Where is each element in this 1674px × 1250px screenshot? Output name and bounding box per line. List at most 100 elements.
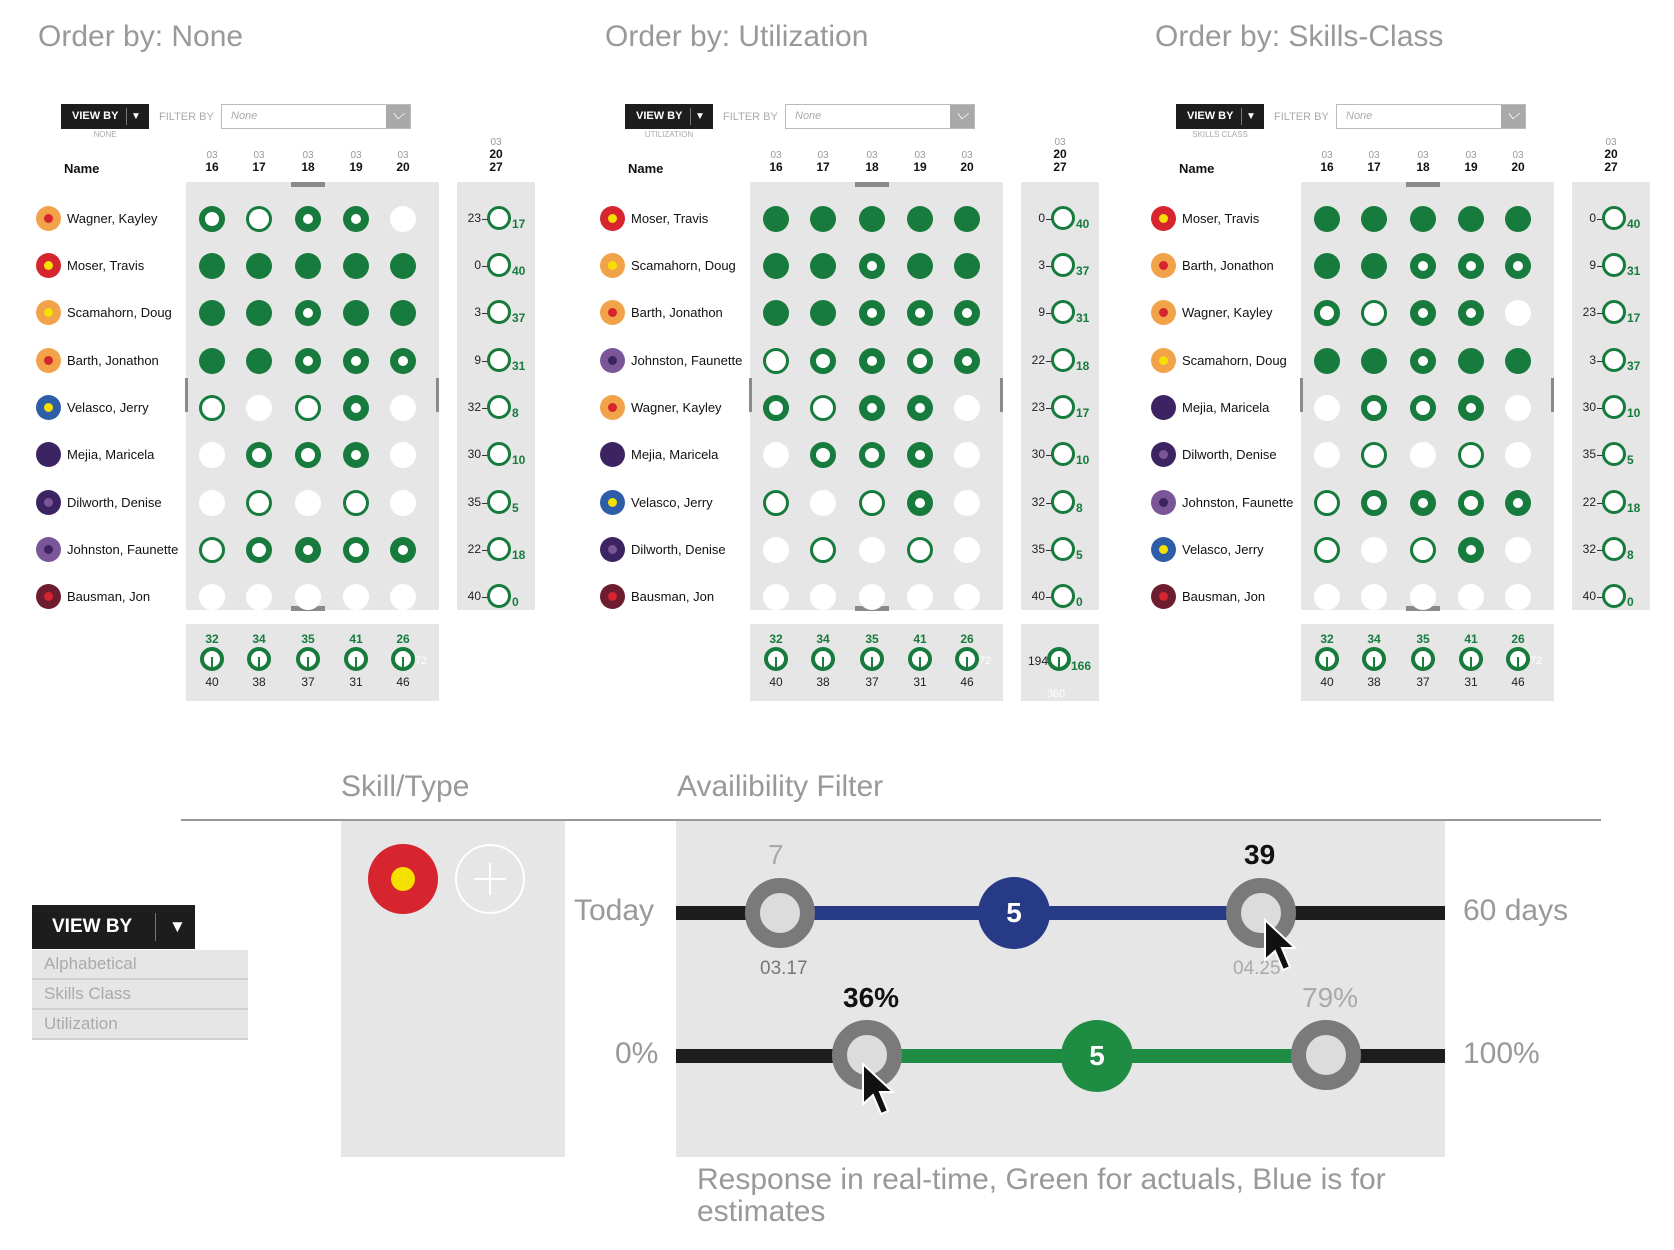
availability-cell[interactable]: [1410, 490, 1436, 516]
chevron-down-icon[interactable]: ⌵: [1501, 105, 1525, 128]
availability-cell[interactable]: [1314, 442, 1340, 468]
availability-cell[interactable]: [390, 584, 416, 610]
person-row[interactable]: Barth, Jonathon: [1151, 250, 1301, 280]
availability-cell[interactable]: [1361, 395, 1387, 421]
availability-cell[interactable]: [246, 490, 272, 516]
availability-cell[interactable]: [954, 490, 980, 516]
person-row[interactable]: Scamahorn, Doug: [600, 250, 750, 280]
availability-cell[interactable]: [954, 537, 980, 563]
availability-cell[interactable]: [1361, 442, 1387, 468]
availability-cell[interactable]: [810, 395, 836, 421]
availability-cell[interactable]: [1314, 584, 1340, 610]
availability-cell[interactable]: [390, 442, 416, 468]
availability-cell[interactable]: [859, 253, 885, 279]
availability-cell[interactable]: [1314, 490, 1340, 516]
availability-cell[interactable]: [1505, 253, 1531, 279]
person-row[interactable]: Barth, Jonathon: [36, 345, 186, 375]
availability-cell[interactable]: [763, 206, 789, 232]
panel2-scroll-handle[interactable]: [749, 378, 752, 412]
availability-cell[interactable]: [1410, 442, 1436, 468]
availability-cell[interactable]: [907, 395, 933, 421]
availability-cell[interactable]: [1410, 537, 1436, 563]
panel1-view-by-button[interactable]: VIEW BY▼: [61, 104, 149, 129]
availability-cell[interactable]: [1505, 490, 1531, 516]
availability-cell[interactable]: [295, 442, 321, 468]
availability-cell[interactable]: [390, 537, 416, 563]
slider2-max-handle[interactable]: [1291, 1020, 1361, 1090]
availability-cell[interactable]: [1410, 300, 1436, 326]
availability-cell[interactable]: [390, 490, 416, 516]
panel3-filter-select[interactable]: None⌵: [1336, 104, 1526, 129]
availability-cell[interactable]: [859, 490, 885, 516]
availability-cell[interactable]: [763, 490, 789, 516]
person-row[interactable]: Johnston, Faunette: [600, 345, 750, 375]
availability-cell[interactable]: [343, 348, 369, 374]
availability-cell[interactable]: [810, 300, 836, 326]
availability-cell[interactable]: [295, 253, 321, 279]
availability-cell[interactable]: [763, 253, 789, 279]
availability-cell[interactable]: [295, 206, 321, 232]
panel3-view-by-button[interactable]: VIEW BY▼: [1176, 104, 1264, 129]
availability-cell[interactable]: [343, 584, 369, 610]
availability-cell[interactable]: [1505, 300, 1531, 326]
panel3-scroll-handle[interactable]: [1300, 378, 1303, 412]
availability-cell[interactable]: [1458, 348, 1484, 374]
availability-cell[interactable]: [810, 442, 836, 468]
panel2-scroll-handle[interactable]: [1000, 378, 1003, 412]
person-row[interactable]: Mejia, Maricela: [36, 439, 186, 469]
availability-cell[interactable]: [954, 253, 980, 279]
availability-cell[interactable]: [1361, 584, 1387, 610]
chevron-down-icon[interactable]: ⌵: [950, 105, 974, 128]
person-row[interactable]: Mejia, Maricela: [1151, 392, 1301, 422]
availability-cell[interactable]: [343, 537, 369, 563]
availability-cell[interactable]: [390, 206, 416, 232]
panel1-scroll-handle[interactable]: [185, 378, 188, 412]
availability-cell[interactable]: [810, 348, 836, 374]
availability-cell[interactable]: [343, 253, 369, 279]
person-row[interactable]: Mejia, Maricela: [600, 439, 750, 469]
person-row[interactable]: Moser, Travis: [1151, 203, 1301, 233]
person-row[interactable]: Barth, Jonathon: [600, 297, 750, 327]
availability-cell[interactable]: [1314, 348, 1340, 374]
availability-cell[interactable]: [1458, 253, 1484, 279]
availability-cell[interactable]: [907, 584, 933, 610]
availability-cell[interactable]: [1410, 253, 1436, 279]
availability-cell[interactable]: [954, 442, 980, 468]
availability-cell[interactable]: [810, 206, 836, 232]
availability-cell[interactable]: [954, 300, 980, 326]
availability-cell[interactable]: [1505, 395, 1531, 421]
availability-cell[interactable]: [859, 206, 885, 232]
menu-item-alphabetical[interactable]: Alphabetical: [32, 950, 248, 980]
availability-cell[interactable]: [907, 253, 933, 279]
availability-cell[interactable]: [1458, 300, 1484, 326]
availability-cell[interactable]: [1458, 442, 1484, 468]
availability-cell[interactable]: [199, 537, 225, 563]
availability-cell[interactable]: [1410, 206, 1436, 232]
person-row[interactable]: Bausman, Jon: [1151, 581, 1301, 611]
availability-cell[interactable]: [199, 584, 225, 610]
availability-cell[interactable]: [907, 300, 933, 326]
availability-cell[interactable]: [246, 537, 272, 563]
availability-cell[interactable]: [295, 395, 321, 421]
availability-cell[interactable]: [246, 253, 272, 279]
availability-cell[interactable]: [1361, 348, 1387, 374]
panel3-scroll-handle[interactable]: [1551, 378, 1554, 412]
availability-cell[interactable]: [390, 395, 416, 421]
skill-badge[interactable]: [368, 844, 438, 914]
availability-cell[interactable]: [1505, 584, 1531, 610]
menu-item-skills-class[interactable]: Skills Class: [32, 980, 248, 1010]
availability-cell[interactable]: [1314, 206, 1340, 232]
slider1-min-handle[interactable]: [745, 878, 815, 948]
availability-cell[interactable]: [199, 206, 225, 232]
availability-cell[interactable]: [390, 300, 416, 326]
availability-cell[interactable]: [1458, 537, 1484, 563]
panel2-filter-select[interactable]: None⌵: [785, 104, 975, 129]
person-row[interactable]: Moser, Travis: [600, 203, 750, 233]
availability-cell[interactable]: [763, 442, 789, 468]
availability-cell[interactable]: [810, 584, 836, 610]
availability-cell[interactable]: [199, 300, 225, 326]
availability-cell[interactable]: [1458, 395, 1484, 421]
availability-cell[interactable]: [859, 395, 885, 421]
person-row[interactable]: Velasco, Jerry: [600, 487, 750, 517]
person-row[interactable]: Johnston, Faunette: [1151, 487, 1301, 517]
